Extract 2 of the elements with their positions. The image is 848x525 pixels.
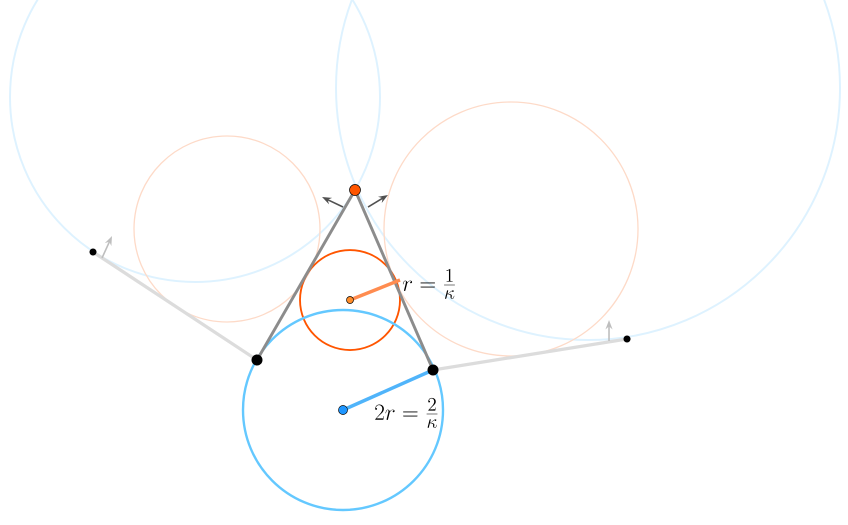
formula-label: $r = \frac{1}{\kappa}$: [402, 268, 455, 299]
formula-label: $2r = \frac{2}{\kappa}$: [375, 398, 438, 428]
